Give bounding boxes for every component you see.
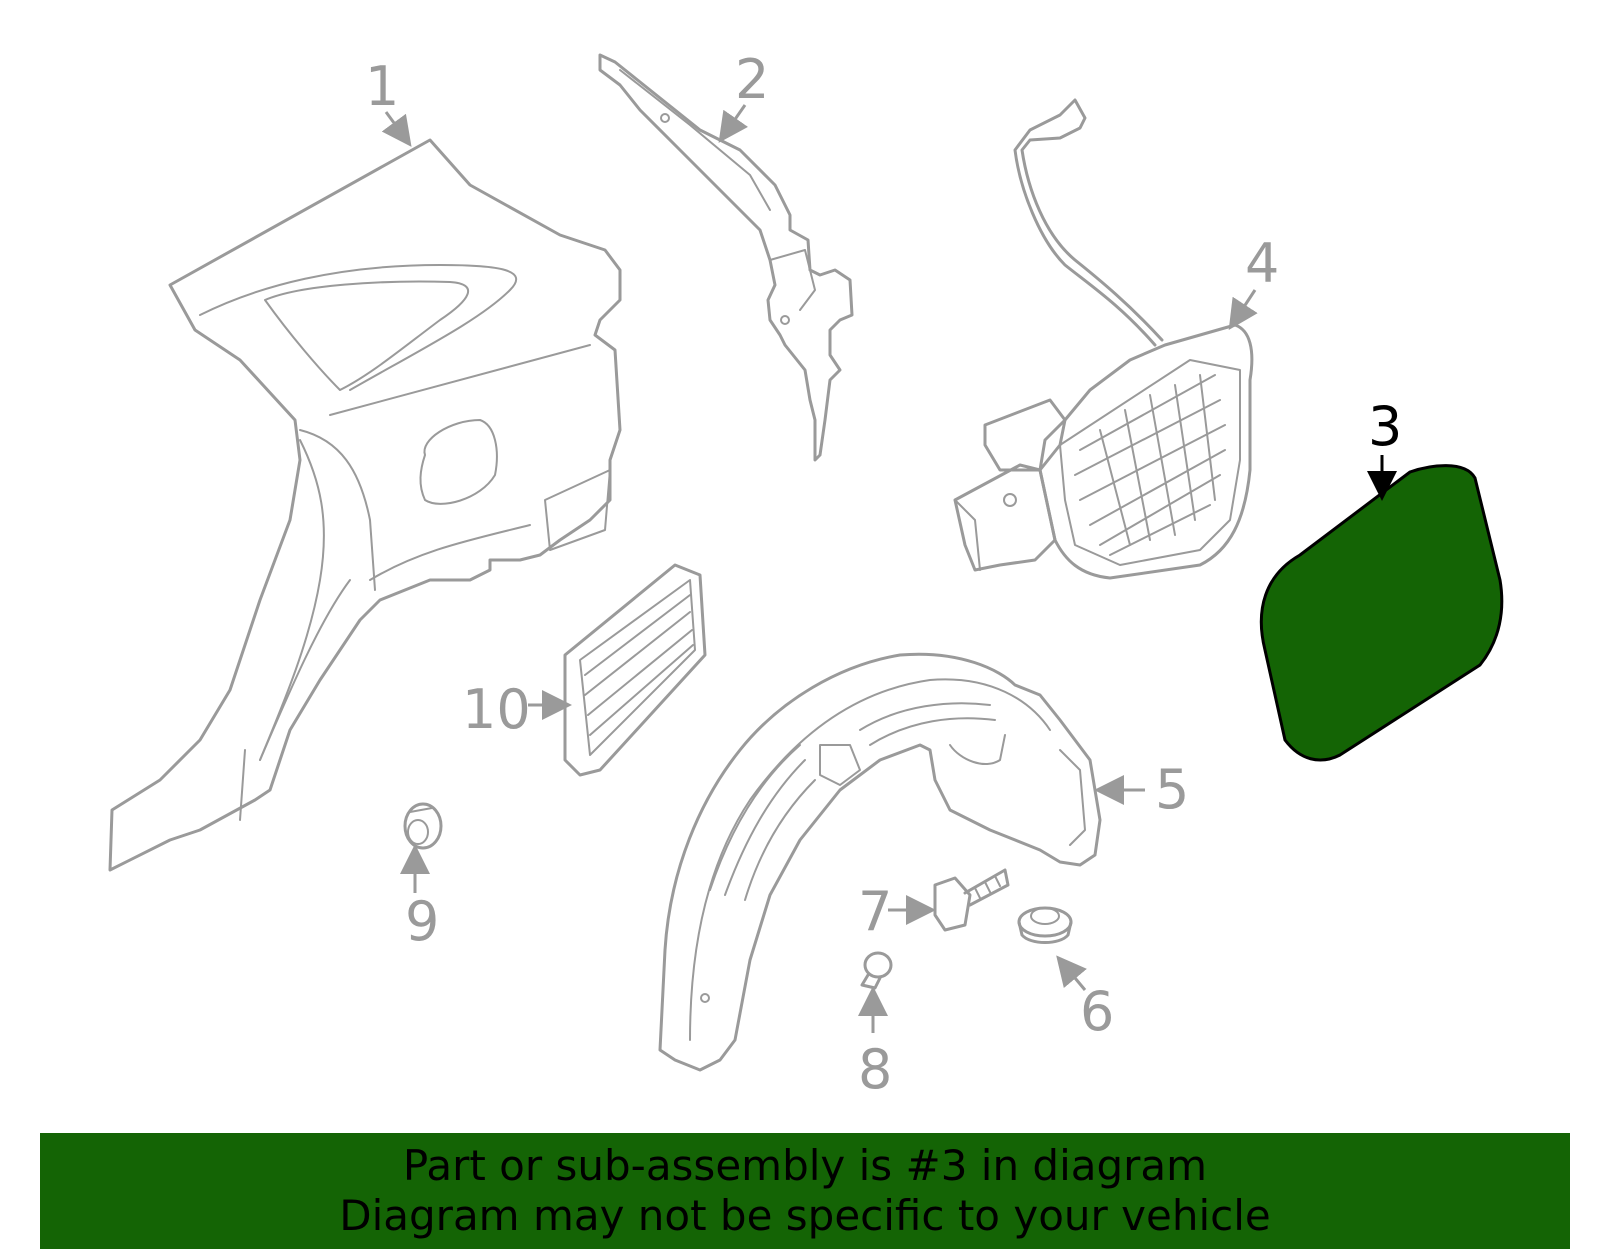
- svg-text:6: 6: [1080, 980, 1114, 1043]
- callout-4: 4: [1228, 232, 1279, 331]
- parts-diagram: 1 2 3 4 5 6 7 8 9 10: [108, 48, 1504, 1101]
- vent-grille-part: [563, 563, 707, 777]
- wheel-liner-part: [658, 652, 1102, 1072]
- callout-7: 7: [858, 880, 936, 943]
- callout-3: 3: [1367, 395, 1402, 501]
- screw-part: [933, 868, 1010, 932]
- svg-text:5: 5: [1155, 758, 1189, 821]
- svg-text:4: 4: [1245, 232, 1279, 295]
- callout-6: 6: [1056, 955, 1114, 1043]
- bracket-part: [598, 53, 854, 462]
- callout-2: 2: [718, 48, 769, 143]
- callout-5: 5: [1094, 758, 1189, 821]
- clip-part: [860, 951, 893, 990]
- svg-text:7: 7: [858, 880, 892, 943]
- svg-text:3: 3: [1368, 395, 1402, 458]
- callout-8: 8: [858, 986, 892, 1101]
- svg-text:8: 8: [858, 1038, 892, 1101]
- banner-line-disclaimer: Diagram may not be specific to your vehi…: [339, 1191, 1271, 1240]
- grommet-part: [403, 802, 443, 850]
- callout-9: 9: [400, 844, 439, 953]
- callout-1: 1: [365, 55, 412, 147]
- nut-part: [1017, 906, 1073, 944]
- callout-10: 10: [462, 678, 572, 741]
- fuel-door-highlighted-part: [1259, 464, 1504, 762]
- svg-text:2: 2: [735, 48, 769, 111]
- quarter-panel-part: [108, 138, 622, 872]
- svg-text:1: 1: [365, 55, 399, 118]
- svg-text:9: 9: [405, 890, 439, 953]
- banner-line-part-number: Part or sub-assembly is #3 in diagram: [402, 1141, 1208, 1190]
- svg-text:10: 10: [462, 678, 531, 741]
- fuel-filler-housing-part: [953, 98, 1254, 580]
- info-banner: Part or sub-assembly is #3 in diagram Di…: [40, 1133, 1570, 1249]
